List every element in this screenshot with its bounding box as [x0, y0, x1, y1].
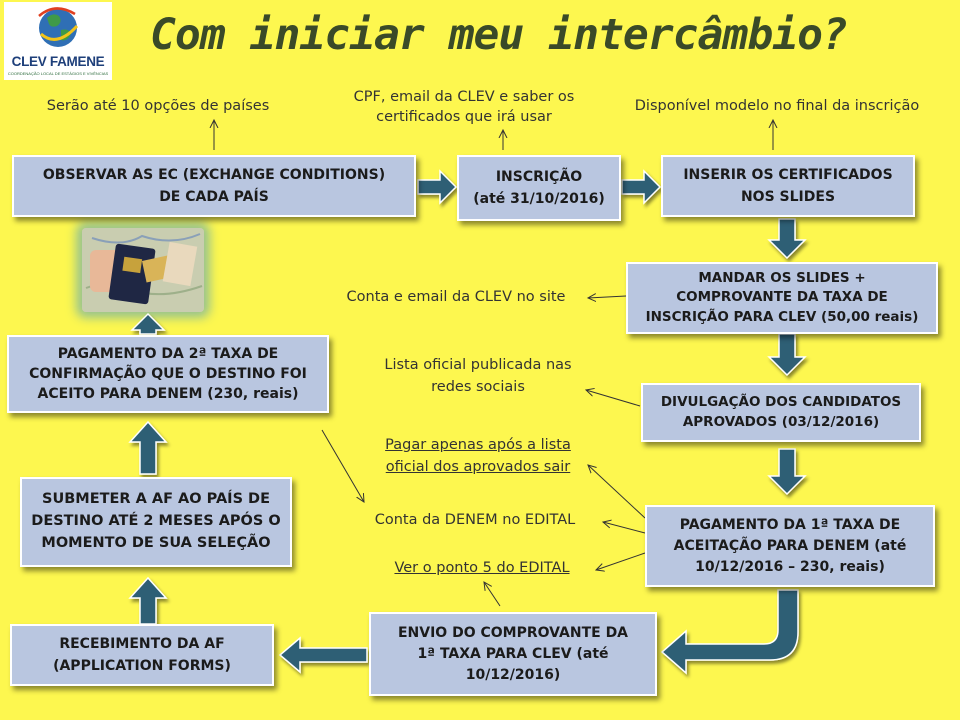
arrow-down-3 [767, 448, 807, 496]
note-cpf: CPF, email da CLEV e saber os certificad… [334, 88, 594, 127]
passport-map-photo [82, 228, 204, 312]
step-line: PAGAMENTO DA 2ª TAXA DE [57, 345, 279, 362]
arrow-down-1 [767, 218, 807, 260]
step-pagamento1: PAGAMENTO DA 1ª TAXA DE ACEITAÇÃO PARA DE… [645, 505, 935, 587]
note-ponto5: Ver o ponto 5 do EDITAL [372, 557, 592, 579]
step-inserir: INSERIR OS CERTIFICADOS NOS SLIDES [661, 155, 915, 217]
step-line: 10/12/2016) [465, 666, 561, 683]
step-line: INSCRIÇÃO [495, 168, 583, 185]
page-title: Com iniciar meu intercâmbio? [150, 10, 848, 60]
note-paises: Serão até 10 opções de países [28, 95, 288, 117]
step-line: 1ª TAXA PARA CLEV (até [417, 645, 609, 662]
step-divulgacao: DIVULGAÇÃO DOS CANDIDATOS APROVADOS (03/1… [641, 383, 921, 442]
note-line: Lista oficial publicada nas [384, 357, 572, 373]
step-line: PAGAMENTO DA 1ª TAXA DE [679, 516, 901, 533]
step-line: COMPROVANTE DA TAXA DE [676, 289, 888, 306]
connector-conta-email [588, 296, 627, 298]
arrow-right-2 [621, 169, 662, 205]
connector-pagamento2 [321, 429, 364, 502]
step-line: DESTINO ATÉ 2 MESES APÓS O [31, 513, 281, 530]
note-line: Pagar apenas após a lista [385, 437, 571, 453]
step-pagamento2: PAGAMENTO DA 2ª TAXA DE CONFIRMAÇÃO QUE O… [7, 335, 329, 413]
arrow-up-3 [130, 312, 166, 335]
arrow-up-2 [128, 420, 168, 475]
note-line: Conta da DENEM no EDITAL [374, 512, 576, 528]
connector-conta-denem [603, 522, 646, 534]
step-observar: OBSERVAR AS EC (EXCHANGE CONDITIONS) DE C… [12, 155, 416, 217]
note-line: oficial dos aprovados sair [385, 459, 571, 476]
step-line: ACEITAÇÃO PARA DENEM (até [673, 537, 907, 554]
arrow-down-2 [767, 333, 807, 377]
step-line: (até 31/10/2016) [473, 191, 605, 207]
globe-icon [38, 7, 79, 47]
step-line: ACEITO PARA DENEM (230, reais) [37, 386, 299, 403]
note-line: CPF, email da CLEV e saber os [353, 89, 575, 105]
step-line: DE CADA PAÍS [159, 189, 269, 205]
arrow-curved-left [660, 589, 799, 675]
clev-famene-logo: CLEV FAMENE COORDENAÇÃO LOCAL DE ESTÁGIO… [4, 2, 112, 80]
note-line: Serão até 10 opções de países [46, 98, 270, 114]
step-line: RECEBIMENTO DA AF [59, 635, 225, 652]
step-submeter: SUBMETER A AF AO PAÍS DE DESTINO ATÉ 2 ME… [20, 477, 292, 567]
step-line: SUBMETER A AF AO PAÍS DE [42, 491, 270, 508]
arrow-up-1 [128, 576, 168, 625]
note-lista: Lista oficial publicada nas redes sociai… [362, 354, 594, 399]
step-inscricao: INSCRIÇÃO (até 31/10/2016) [457, 155, 621, 221]
step-line: APROVADOS (03/12/2016) [682, 413, 880, 430]
step-line: NOS SLIDES [740, 189, 836, 205]
step-line: OBSERVAR AS EC (EXCHANGE CONDITIONS) [42, 166, 386, 183]
note-line: Conta e email da CLEV no site [346, 289, 566, 305]
note-line: Ver o ponto 5 do EDITAL [394, 560, 570, 576]
connector-lista [586, 390, 641, 407]
step-line: MOMENTO DE SUA SELEÇÃO [41, 534, 271, 551]
step-line: ENVIO DO COMPROVANTE DA [397, 624, 629, 641]
note-line: Disponível modelo no final da inscrição [634, 98, 920, 114]
note-line: redes sociais [431, 379, 525, 396]
step-line: INSERIR OS CERTIFICADOS [683, 166, 893, 183]
step-line: DIVULGAÇÃO DOS CANDIDATOS [660, 393, 902, 410]
connector-envio [484, 582, 501, 607]
step-line: 10/12/2016 – 230, reais) [695, 558, 885, 575]
arrow-right-1 [417, 169, 458, 205]
note-modelo: Disponível modelo no final da inscrição [612, 95, 942, 117]
step-line: CONFIRMAÇÃO QUE O DESTINO FOI [29, 365, 307, 382]
arrow-left-bottom [278, 636, 368, 674]
connector-ponto5 [596, 552, 646, 570]
logo-name: CLEV FAMENE [11, 54, 105, 69]
note-line: certificados que irá usar [376, 108, 552, 125]
note-pagar: Pagar apenas após a lista oficial dos ap… [362, 434, 594, 479]
note-conta-email: Conta e email da CLEV no site [324, 286, 588, 308]
logo-subtitle: COORDENAÇÃO LOCAL DE ESTÁGIOS E VIVÊNCIA… [7, 71, 109, 76]
connector-pagar [588, 465, 646, 519]
step-envio: ENVIO DO COMPROVANTE DA 1ª TAXA PARA CLEV… [369, 612, 657, 696]
step-recebimento: RECEBIMENTO DA AF (APPLICATION FORMS) [10, 624, 274, 686]
step-line: INSCRIÇÃO PARA CLEV (50,00 reais) [645, 308, 919, 325]
step-mandar: MANDAR OS SLIDES + COMPROVANTE DA TAXA DE… [626, 262, 938, 334]
note-conta-denem: Conta da DENEM no EDITAL [350, 509, 600, 531]
step-line: (APPLICATION FORMS) [53, 658, 231, 674]
step-line: MANDAR OS SLIDES + [698, 269, 866, 286]
